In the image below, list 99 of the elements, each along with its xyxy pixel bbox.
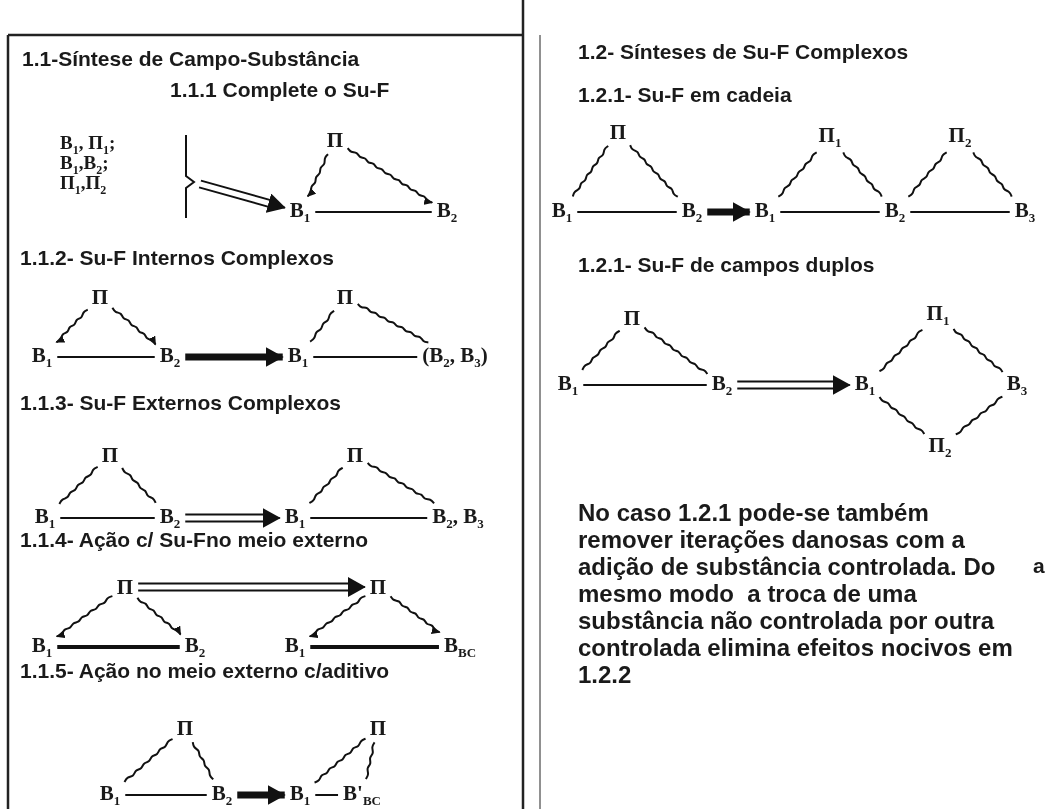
wavy-line <box>643 326 709 376</box>
line <box>314 211 433 213</box>
wavy-line <box>878 396 926 435</box>
symbol-label: П <box>344 443 366 467</box>
symbol-label: В$_{2}$, В$_{3}$ <box>430 504 486 532</box>
wavy-arrow <box>136 596 182 636</box>
double-arrow <box>736 375 851 395</box>
wavy-line <box>191 741 215 781</box>
heading: 1.1.5- Ação no meio externo c/aditivo <box>20 659 390 683</box>
wavy-line <box>907 151 948 198</box>
symbol-list: П$_{1}$,П$_{2}$ <box>60 173 107 196</box>
heading: a <box>1033 554 1045 578</box>
wavy-line <box>777 151 818 198</box>
symbol-label: В$_{1}$ <box>29 633 55 661</box>
symbol-label: В$_{1}$ <box>555 371 581 399</box>
heading: 1.1.3- Su-F Externos Complexos <box>20 391 341 415</box>
symbol-list: В$_{1}$,В$_{2}$; <box>60 153 109 176</box>
symbol-label: П <box>621 306 643 330</box>
double-arrow <box>137 577 366 597</box>
wavy-line <box>58 465 99 506</box>
symbol-label: П <box>324 128 346 152</box>
symbol-list: В$_{1}$, П$_{1}$; <box>60 133 116 156</box>
line <box>582 384 708 386</box>
heading: 1.2.1- Su-F de campos duplos <box>578 253 875 277</box>
wavy-line <box>954 395 1004 436</box>
symbol-label: В$_{2}$ <box>182 633 208 661</box>
wavy-line <box>571 144 610 198</box>
line <box>59 517 156 519</box>
wavy-line <box>952 327 1004 374</box>
symbol-label: В$_{1}$ <box>852 371 878 399</box>
symbol-label: П <box>174 716 196 740</box>
wavy-arrow <box>111 306 157 346</box>
wavy-line <box>309 309 336 343</box>
double-arrow <box>184 508 281 528</box>
symbol-label: В$_{2}$ <box>882 198 908 226</box>
wavy-line <box>308 466 344 504</box>
symbol-label: П <box>114 575 136 599</box>
heading: 1.1.2- Su-F Internos Complexos <box>20 246 334 270</box>
wavy-line <box>581 329 621 371</box>
line <box>124 794 208 796</box>
symbol-label: В$_{1}$ <box>287 781 313 809</box>
wavy-line <box>972 151 1013 198</box>
symbol-label: В$_{2}$ <box>434 198 460 226</box>
symbol-label: П$_{2}$ <box>926 433 954 461</box>
symbol-label: П$_{1}$ <box>816 123 844 151</box>
wavy-line <box>123 738 174 784</box>
symbol-label: В'$_{BC}$ <box>341 781 383 809</box>
wavy-line <box>313 737 367 784</box>
wavy-line <box>629 144 679 198</box>
heading: 1.2.1- Su-F em cadeia <box>578 83 792 107</box>
wavy-line <box>121 466 157 504</box>
symbol-label: В$_{2}$ <box>157 343 183 371</box>
symbol-label: П <box>607 120 629 144</box>
line <box>909 211 1011 213</box>
wavy-line <box>842 151 883 198</box>
heading: 1.1-Síntese de Campo-Substância <box>22 47 360 71</box>
line <box>314 794 340 796</box>
symbol-label: П$_{1}$ <box>924 301 952 329</box>
symbol-label: В$_{1}$ <box>549 198 575 226</box>
wavy-line <box>364 741 376 780</box>
line <box>576 211 678 213</box>
symbol-label: П <box>367 716 389 740</box>
double-arrow <box>198 179 286 213</box>
wavy-arrow <box>308 595 367 639</box>
thick-line <box>310 645 439 649</box>
symbol-label: В$_{3}$ <box>1004 371 1030 399</box>
line <box>56 356 156 358</box>
wavy-arrow <box>389 595 441 634</box>
symbol-label: В$_{2}$ <box>709 371 735 399</box>
symbol-label: В$_{1}$ <box>97 781 123 809</box>
wavy-line <box>878 328 924 373</box>
symbol-label: П <box>367 575 389 599</box>
symbol-label: В$_{3}$ <box>1012 198 1038 226</box>
symbol-label: П <box>99 443 121 467</box>
symbol-label: П$_{2}$ <box>946 123 974 151</box>
wavy-arrow <box>55 595 114 639</box>
wavy-arrow <box>306 153 330 198</box>
symbol-label: В$_{1}$ <box>29 343 55 371</box>
symbol-label: П <box>89 285 111 309</box>
wavy-line <box>366 461 436 505</box>
symbol-label: В$_{2}$ <box>679 198 705 226</box>
wavy-arrow <box>55 308 89 344</box>
symbol-label: В$_{2}$ <box>209 781 235 809</box>
symbol-label: В$_{1}$ <box>752 198 778 226</box>
symbol-label: В$_{BC}$ <box>441 633 479 661</box>
wavy-arrow <box>346 147 434 205</box>
thick-line <box>57 645 180 649</box>
line <box>779 211 881 213</box>
symbol-label: (В$_{2}$, В$_{3}$) <box>420 343 490 371</box>
heading: 1.2- Sínteses de Su-F Complexos <box>578 40 909 64</box>
symbol-label: В$_{1}$ <box>285 343 311 371</box>
note-paragraph: No caso 1.2.1 pode-se também remover iterações danosas com a adição de substância controlada. Do mesmo modo a troca de uma substância não controlada por outra controlada elimina efeitos nocivos em 1.2.2 <box>578 499 1014 688</box>
line <box>312 356 419 358</box>
wavy-line <box>356 303 430 344</box>
heading: 1.1.1 Complete o Su-F <box>170 78 390 102</box>
symbol-label: П <box>334 285 356 309</box>
symbol-label: В$_{1}$ <box>282 633 308 661</box>
line <box>309 517 429 519</box>
symbol-label: В$_{1}$ <box>287 198 313 226</box>
